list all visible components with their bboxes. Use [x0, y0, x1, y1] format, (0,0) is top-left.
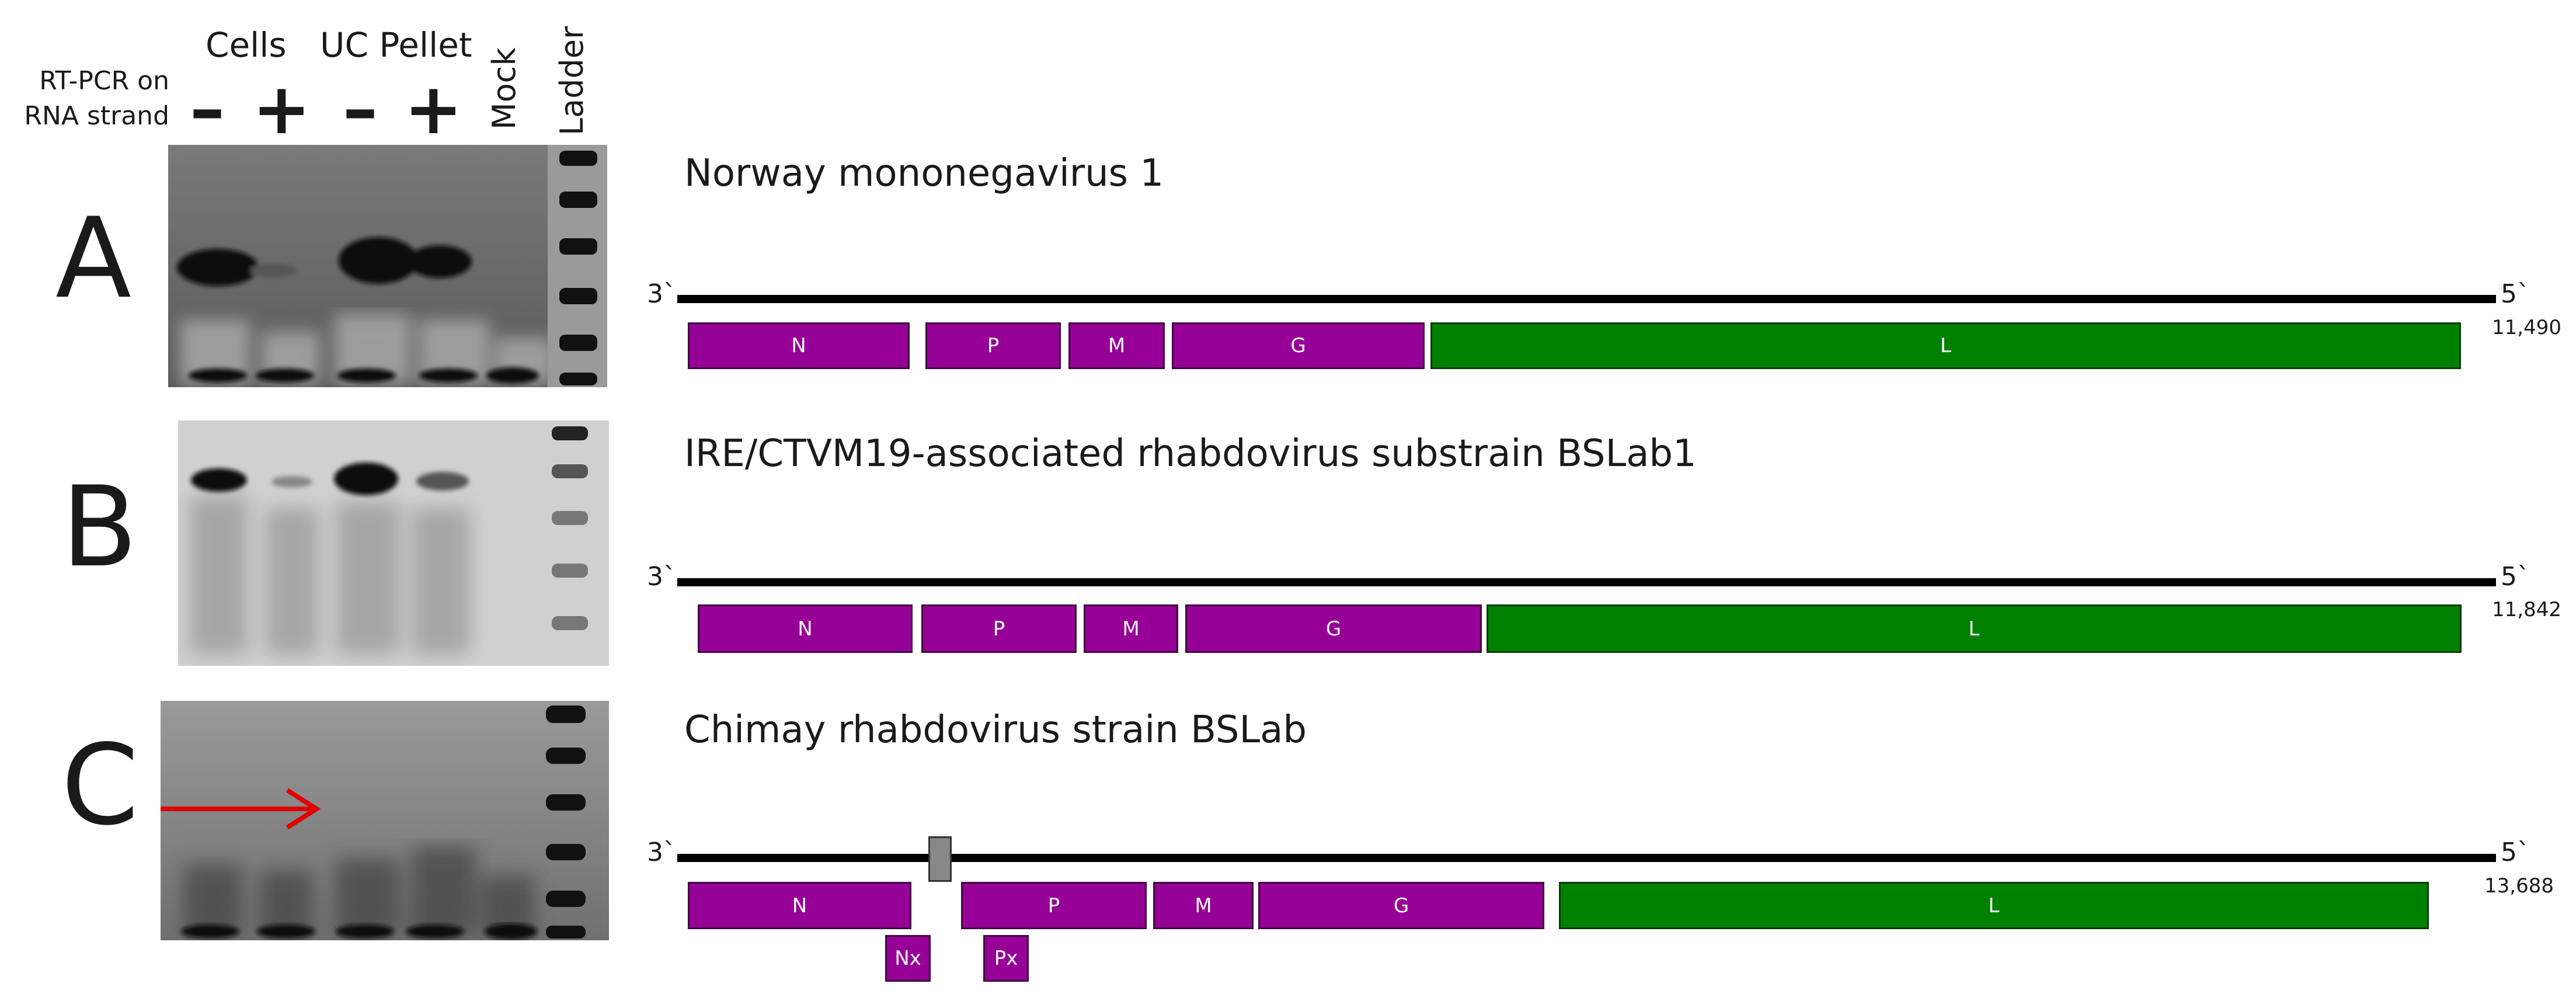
gene-c-px: Px [983, 935, 1029, 982]
genome-c-3prime: 3` [647, 837, 676, 867]
virus-title-a: Norway mononegavirus 1 [684, 152, 1164, 195]
genome-c-marker [928, 836, 952, 882]
gene-a-p: P [925, 322, 1061, 369]
genome-b-3prime: 3` [647, 562, 676, 592]
panel-letter-c: C [61, 721, 139, 850]
gel-image-c [161, 701, 609, 940]
gene-c-l: L [1559, 882, 2429, 929]
sign-cells-minus: – [190, 69, 225, 150]
gene-c-nx: Nx [885, 935, 931, 982]
gel-image-c-graphic [161, 701, 609, 940]
panel-letter-a: A [55, 194, 131, 323]
header-rtpcr-line2: RNA strand [24, 101, 169, 131]
gene-a-m: M [1068, 322, 1165, 369]
gene-c-g: G [1258, 882, 1544, 929]
genome-b-line [677, 578, 2496, 586]
gene-b-m: M [1084, 604, 1178, 653]
gene-c-n: N [688, 882, 911, 929]
red-arrow-icon [161, 788, 321, 830]
genome-a-length: 11,490 [2492, 316, 2561, 339]
gel-image-b [178, 420, 609, 666]
genome-a-line [677, 295, 2496, 303]
gene-b-l: L [1487, 604, 2462, 653]
header-cells: Cells [206, 25, 287, 65]
genome-b-length: 11,842 [2492, 598, 2561, 621]
gel-image-b-graphic [178, 420, 609, 666]
gene-b-n: N [698, 604, 913, 653]
genome-c-line [677, 854, 2496, 862]
panel-letter-b: B [61, 463, 138, 592]
header-rtpcr-line1: RT-PCR on [39, 66, 169, 96]
genome-a-5prime: 5` [2501, 279, 2530, 309]
gel-image-a-graphic [168, 145, 607, 387]
genome-a-3prime: 3` [647, 279, 676, 309]
genome-c-length: 13,688 [2484, 874, 2554, 898]
gene-c-m: M [1153, 882, 1254, 929]
sign-pellet-minus: – [343, 69, 378, 150]
gene-c-p: P [961, 882, 1147, 929]
header-uc-pellet: UC Pellet [320, 25, 472, 65]
label-ladder: Ladder [554, 26, 590, 135]
genome-c-5prime: 5` [2501, 837, 2530, 867]
gene-a-g: G [1172, 322, 1425, 369]
virus-title-b: IRE/CTVM19-associated rhabdovirus substr… [684, 432, 1697, 475]
gene-b-p: P [921, 604, 1077, 653]
gene-b-g: G [1185, 604, 1482, 653]
virus-title-c: Chimay rhabdovirus strain BSLab [684, 708, 1307, 752]
genome-b-5prime: 5` [2501, 562, 2530, 592]
sign-pellet-plus: + [404, 69, 463, 150]
label-mock: Mock [486, 47, 523, 130]
gel-image-a [168, 145, 607, 387]
gene-a-l: L [1430, 322, 2461, 369]
sign-cells-plus: + [252, 69, 311, 150]
gene-a-n: N [688, 322, 910, 369]
